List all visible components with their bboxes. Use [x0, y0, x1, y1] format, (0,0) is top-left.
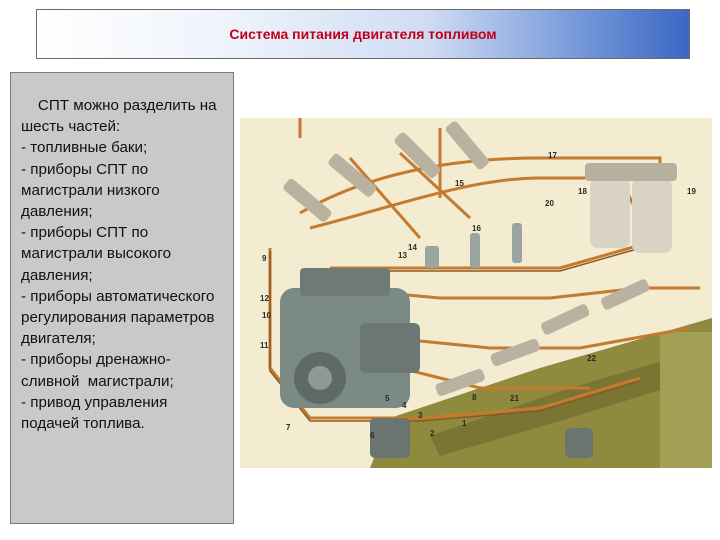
callout-13: 13	[398, 251, 407, 260]
callout-1: 1	[462, 419, 467, 428]
panel-text: СПТ можно разделить на шесть частей: - т…	[21, 97, 217, 433]
callout-14: 14	[408, 243, 417, 252]
callout-10: 10	[262, 311, 271, 320]
callout-18: 18	[578, 187, 587, 196]
callout-19: 19	[687, 187, 696, 196]
filter-fine	[632, 178, 672, 253]
callout-17: 17	[548, 151, 557, 160]
injector-5	[541, 304, 590, 335]
device-2	[565, 428, 593, 458]
injector-8	[601, 279, 650, 310]
engine-block-side	[660, 332, 712, 468]
injector-3	[394, 132, 441, 179]
high-pressure-pump	[280, 268, 420, 408]
callout-12: 12	[260, 294, 269, 303]
injector-4	[445, 121, 489, 170]
callout-5: 5	[385, 394, 390, 403]
injector-7	[435, 368, 485, 397]
slide-title: Система питания двигателя топливом	[229, 26, 497, 42]
callout-9: 9	[262, 254, 267, 263]
device-6	[370, 418, 410, 458]
filter-coarse	[590, 178, 630, 248]
pump-sections	[300, 268, 390, 296]
device-20	[512, 223, 522, 263]
return-line	[299, 156, 662, 238]
text-panel: СПТ можно разделить на шесть частей: - т…	[10, 72, 234, 524]
callout-4: 4	[402, 401, 407, 410]
callout-6: 6	[370, 431, 375, 440]
sensors	[370, 223, 593, 458]
injector-line-4	[348, 157, 422, 239]
injector-line-3	[398, 151, 472, 220]
filter-head	[585, 163, 677, 181]
callout-7: 7	[286, 423, 291, 432]
pump-regulator	[360, 323, 420, 373]
callout-22: 22	[587, 354, 596, 363]
injectors-lower	[435, 279, 650, 397]
pump-drive-center	[308, 366, 332, 390]
callout-20: 20	[545, 199, 554, 208]
callouts: 1 2 3 4 5 6 7 8 9 10 11 12 13 14 15 16 1…	[260, 151, 696, 440]
callout-2: 2	[430, 429, 435, 438]
callout-21: 21	[510, 394, 519, 403]
injector-1	[283, 178, 332, 222]
device-14	[425, 246, 439, 268]
injector-2	[328, 153, 377, 197]
fuel-filters	[585, 163, 677, 253]
injectors-upper	[283, 121, 489, 222]
device-16	[470, 233, 480, 268]
callout-8: 8	[472, 393, 477, 402]
injector-6	[490, 338, 540, 367]
fuel-system-figure: 1 2 3 4 5 6 7 8 9 10 11 12 13 14 15 16 1…	[240, 118, 712, 468]
callout-16: 16	[472, 224, 481, 233]
callout-11: 11	[260, 341, 269, 350]
callout-15: 15	[455, 179, 464, 188]
fuel-system-illustration: 1 2 3 4 5 6 7 8 9 10 11 12 13 14 15 16 1…	[240, 118, 712, 468]
callout-3: 3	[418, 411, 423, 420]
title-bar: Система питания двигателя топливом	[36, 9, 690, 59]
